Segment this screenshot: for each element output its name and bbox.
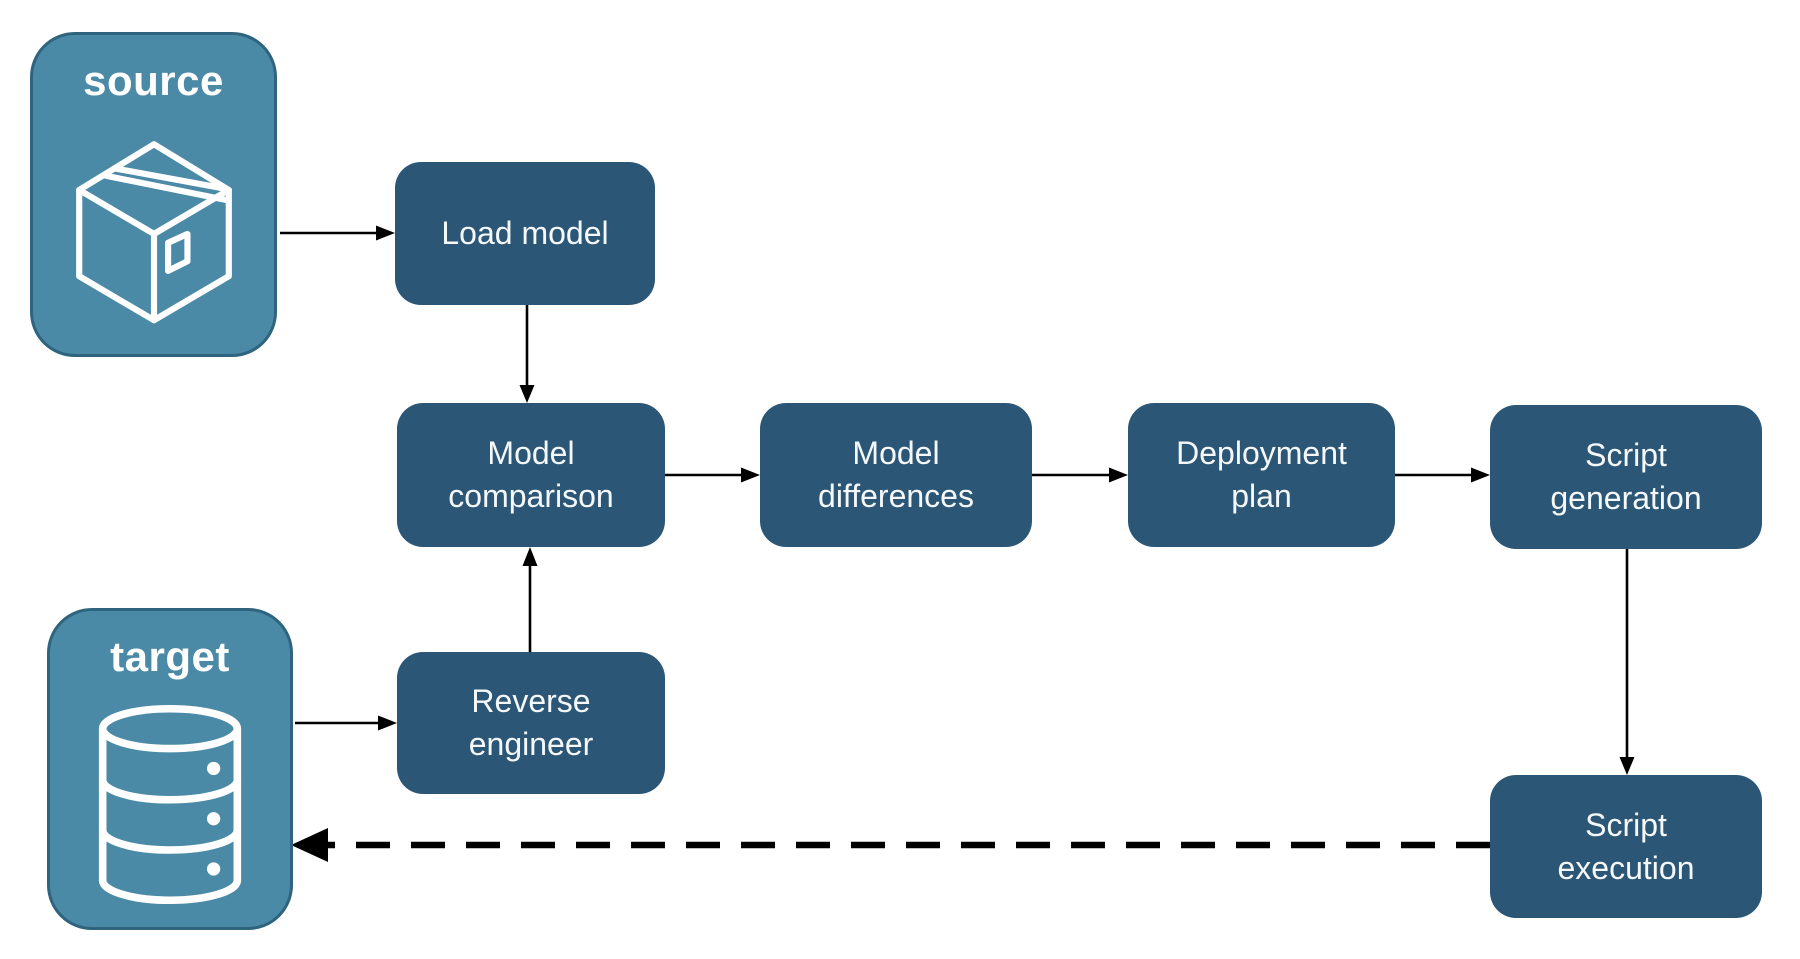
node-reverse-engineer: Reverse engineer [397, 652, 665, 794]
node-model-comparison: Model comparison [397, 403, 665, 547]
arrowhead-model-comparison-top [519, 385, 535, 403]
node-load-model: Load model [395, 162, 655, 305]
arrowhead-load-model [376, 225, 395, 241]
arrowhead-deployment-plan [1109, 467, 1128, 483]
node-label: Model comparison [448, 435, 614, 514]
node-label: Reverse engineer [468, 683, 594, 762]
arrowhead-model-differences [741, 467, 760, 483]
node-deployment-plan: Deployment plan [1128, 403, 1395, 547]
arrowhead-model-comparison-bottom [522, 547, 538, 566]
source-endpoint: source [30, 32, 277, 357]
arrowhead-script-generation [1471, 467, 1490, 483]
node-label: Script execution [1557, 806, 1695, 886]
node-label: Script generation [1550, 437, 1702, 516]
package-icon [75, 141, 232, 324]
target-endpoint: target [47, 608, 293, 930]
node-model-differences: Model differences [760, 403, 1032, 547]
node-label: Deployment plan [1176, 435, 1347, 514]
database-icon [98, 704, 242, 905]
node-label: Model differences [818, 435, 974, 514]
arrowhead-reverse-engineer [378, 715, 397, 731]
source-label: source [83, 57, 224, 104]
node-script-execution: Script execution [1490, 775, 1762, 918]
node-script-generation: Script generation [1490, 405, 1762, 549]
node-label: Load model [441, 215, 609, 252]
arrowhead-script-execution [1619, 757, 1635, 775]
target-label: target [110, 633, 230, 680]
arrowhead-target [291, 828, 328, 862]
